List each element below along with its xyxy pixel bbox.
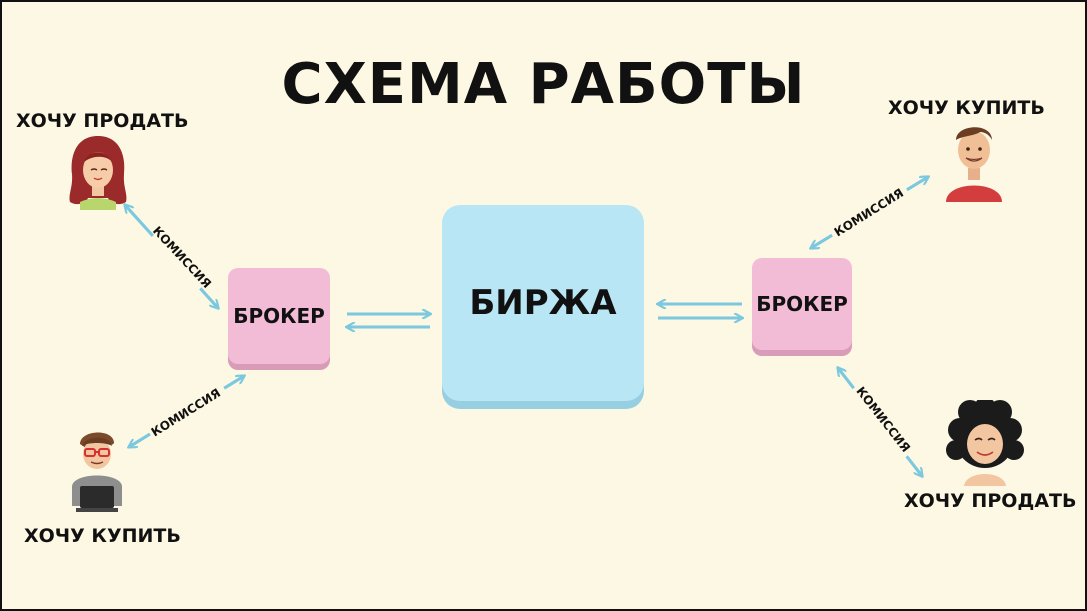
commission-label-4: КОМИССИЯ [853,384,913,455]
man-buyer-icon [946,127,1002,202]
commission-label-1: КОМИССИЯ [150,224,214,291]
arrow-seller-left [125,205,218,308]
arrow-buyer-left [129,376,244,447]
page-title: СХЕМА РАБОТЫ [281,52,806,117]
broker-right: БРОКЕР [752,258,852,350]
curly-woman-seller-icon [946,400,1024,486]
caption-left-bottom: ХОЧУ КУПИТЬ [24,525,181,547]
commission-label-2: КОМИССИЯ [149,386,223,440]
exchange-box: БИРЖА [442,205,644,401]
arrow-left-broker-exchange [347,314,430,327]
arrow-buyer-right [811,177,928,248]
caption-right-top: ХОЧУ КУПИТЬ [888,97,1045,119]
broker-left: БРОКЕР [228,268,330,364]
arrow-exchange-right-broker [658,304,742,318]
caption-left-top: ХОЧУ ПРОДАТЬ [16,110,189,132]
caption-right-bottom: ХОЧУ ПРОДАТЬ [904,490,1077,512]
commission-label-3: КОМИССИЯ [832,186,906,240]
woman-seller-icon [69,136,127,210]
arrow-seller-right [838,368,922,476]
man-buyer-laptop-icon [72,432,122,512]
